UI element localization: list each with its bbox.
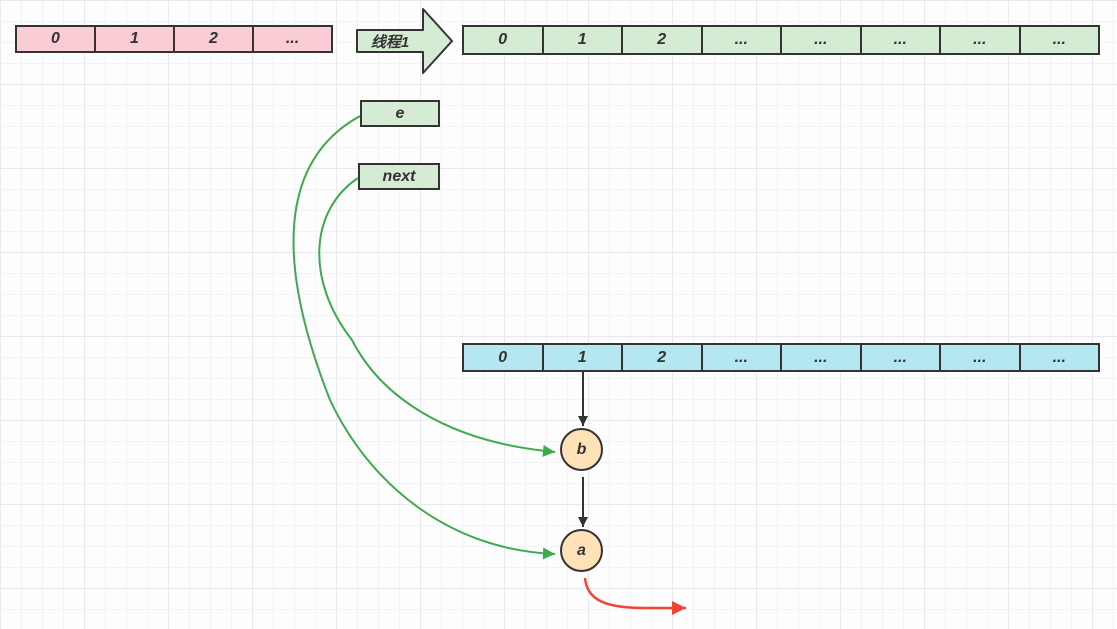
pointer-e-box[interactable]: e [360, 100, 440, 127]
array-cell: ... [780, 345, 860, 370]
bucket-array[interactable]: 0 1 2 ... ... ... ... ... [462, 343, 1100, 372]
array-cell: 2 [621, 345, 701, 370]
node-b-circle[interactable]: b [560, 428, 603, 471]
array-cell: ... [780, 27, 860, 53]
array-cell: ... [859, 345, 940, 370]
a-dangling-connector[interactable] [583, 577, 686, 615]
array-cell: ... [700, 345, 781, 370]
node-b-label: b [576, 440, 587, 458]
array-cell: ... [939, 345, 1019, 370]
node-a-circle[interactable]: a [560, 529, 603, 572]
array-cell: ... [1018, 27, 1099, 53]
array-cell: ... [859, 27, 940, 53]
pointer-next-box[interactable]: next [358, 163, 440, 190]
next-to-b-connector[interactable] [318, 177, 556, 457]
pointer-e-label: e [395, 104, 405, 122]
array-cell: 2 [621, 27, 701, 53]
array-cell: 0 [498, 348, 508, 366]
array-cell: ... [252, 27, 331, 51]
old-table-array[interactable]: 0 1 2 ... [15, 25, 333, 53]
array-cell: ... [1018, 345, 1099, 370]
array-cell: 0 [51, 30, 60, 47]
array-cell: ... [700, 27, 781, 53]
new-table-array[interactable]: 0 1 2 ... ... ... ... ... [462, 25, 1100, 55]
node-a-label: a [577, 541, 586, 559]
array-cell: 2 [173, 27, 252, 51]
pointer-next-label: next [382, 167, 416, 185]
array-cell: 0 [498, 31, 508, 48]
array-cell: 1 [541, 27, 622, 53]
array-cell: 1 [94, 27, 173, 51]
array-cell: 1 [541, 345, 622, 370]
array-cell: ... [939, 27, 1019, 53]
thread1-arrow-label: 线程1 [370, 33, 410, 51]
